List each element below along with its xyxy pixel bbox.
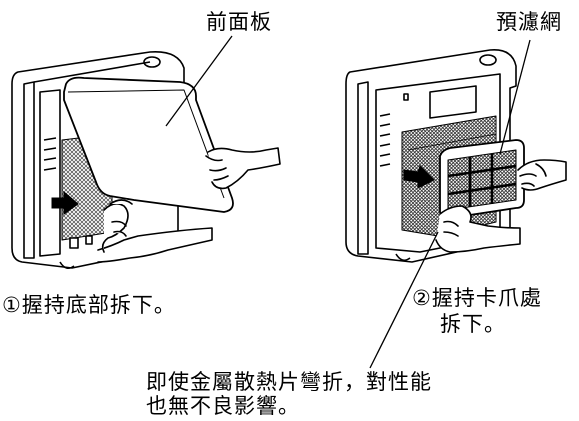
prefilter-frame: [439, 139, 525, 220]
label-step2-line1: ②握持卡爪處: [412, 286, 542, 310]
hand-lower-right: [435, 205, 521, 253]
leader-front-panel: [165, 35, 233, 127]
label-front-panel: 前面板: [206, 10, 272, 34]
label-step1: ①握持底部拆下。: [2, 293, 176, 317]
hand-lower-left: [97, 199, 213, 263]
label-note-line1: 即使金屬散熱片彎折，對性能: [146, 370, 432, 394]
label-prefilter: 預濾網: [496, 10, 562, 34]
leader-fins: [369, 231, 439, 369]
hand-right: [517, 159, 567, 191]
hand-upper-left: [205, 147, 281, 190]
pull-arrow-left: [51, 190, 79, 215]
leader-prefilter: [499, 39, 531, 155]
label-step2-line2: 拆下。: [440, 312, 506, 336]
pull-arrow-right: [403, 165, 435, 189]
label-note-line2: 也無不良影響。: [146, 394, 300, 418]
